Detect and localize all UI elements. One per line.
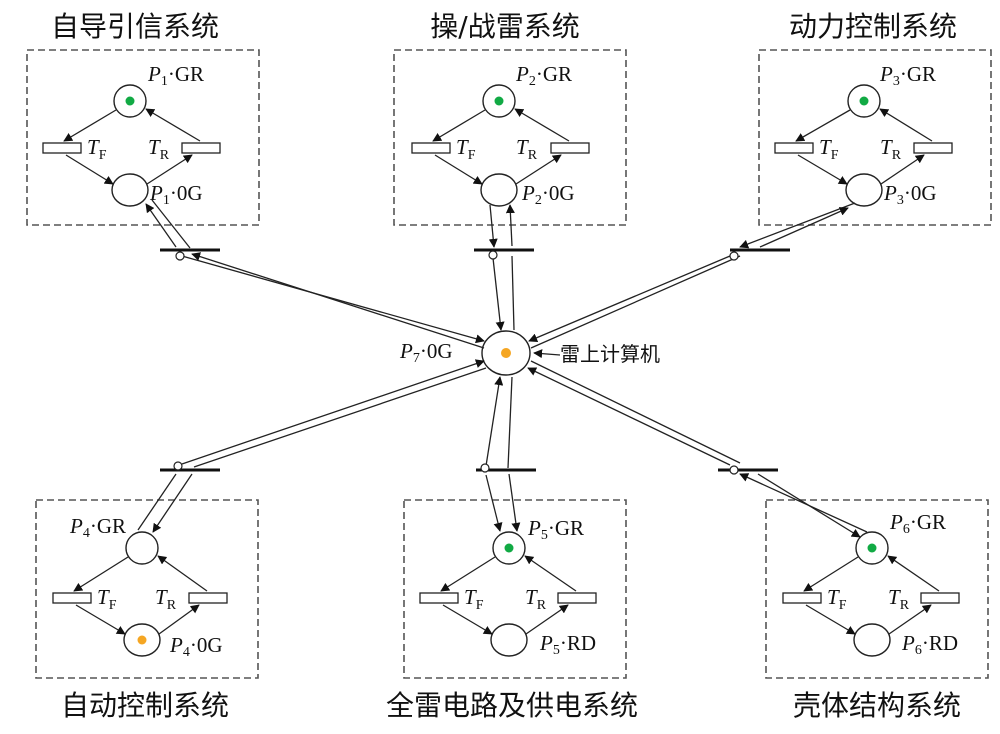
center-label: 雷上计算机 bbox=[560, 342, 660, 366]
link-5 bbox=[476, 376, 536, 532]
token-p6-gr bbox=[867, 543, 877, 553]
token-p5-gr bbox=[504, 543, 514, 553]
svg-text:P5·RD: P5·RD bbox=[539, 631, 596, 658]
subsystem-box-6: P6·GR P6·RD TF TR bbox=[765, 499, 989, 679]
subsystem-box-3: P3·GR P3·0G TF TR bbox=[758, 49, 992, 226]
svg-text:TR: TR bbox=[155, 585, 177, 613]
token-p3-gr bbox=[859, 96, 869, 106]
svg-text:P3·GR: P3·GR bbox=[879, 62, 936, 89]
subsystem-box-5: P5·GR P5·RD TF TR bbox=[403, 499, 627, 679]
svg-text:TF: TF bbox=[464, 585, 484, 613]
svg-text:TF: TF bbox=[819, 135, 839, 163]
token-p4-0g bbox=[137, 635, 147, 645]
svg-text:TR: TR bbox=[148, 135, 170, 163]
svg-text:P3·0G: P3·0G bbox=[883, 181, 937, 208]
subsystem-box-1: P1·GR P1·0G TF TR bbox=[26, 49, 260, 226]
token-p2-gr bbox=[494, 96, 504, 106]
svg-text:P7·0G: P7·0G bbox=[399, 339, 453, 366]
svg-text:P1·0G: P1·0G bbox=[149, 181, 203, 208]
system-title-6: 壳体结构系统 bbox=[793, 689, 961, 722]
svg-text:P1·GR: P1·GR bbox=[147, 62, 204, 89]
subsystem-box-4: P4·GR P4·0G TF TR bbox=[35, 499, 259, 679]
system-title-4: 自动控制系统 bbox=[61, 689, 229, 722]
link-4 bbox=[137, 359, 487, 533]
subsystem-box-2: P2·GR P2·0G TF TR bbox=[393, 49, 627, 226]
svg-text:P6·GR: P6·GR bbox=[889, 510, 946, 537]
link-6 bbox=[527, 360, 868, 538]
token-p7-0g bbox=[501, 348, 511, 358]
svg-text:P2·0G: P2·0G bbox=[521, 181, 575, 208]
svg-text:P4·GR: P4·GR bbox=[69, 514, 126, 541]
svg-text:P6·RD: P6·RD bbox=[901, 631, 958, 658]
link-3 bbox=[528, 202, 856, 349]
svg-text:P5·GR: P5·GR bbox=[527, 516, 584, 543]
token-p1-gr bbox=[125, 96, 135, 106]
link-2 bbox=[474, 204, 534, 331]
system-title-2: 操/战雷系统 bbox=[430, 10, 579, 43]
system-title-3: 动力控制系统 bbox=[789, 10, 957, 43]
svg-text:TR: TR bbox=[525, 585, 547, 613]
svg-text:TF: TF bbox=[827, 585, 847, 613]
svg-text:TR: TR bbox=[880, 135, 902, 163]
svg-text:P2·GR: P2·GR bbox=[515, 62, 572, 89]
svg-text:TF: TF bbox=[456, 135, 476, 163]
svg-text:TR: TR bbox=[516, 135, 538, 163]
center-place-p7: P7·0G 雷上计算机 bbox=[399, 330, 660, 376]
link-1 bbox=[145, 199, 485, 349]
svg-text:P4·0G: P4·0G bbox=[169, 633, 223, 660]
svg-text:TR: TR bbox=[888, 585, 910, 613]
system-title-5: 全雷电路及供电系统 bbox=[386, 689, 638, 722]
svg-text:TF: TF bbox=[87, 135, 107, 163]
svg-text:TF: TF bbox=[97, 585, 117, 613]
system-title-1: 自导引信系统 bbox=[51, 10, 219, 43]
